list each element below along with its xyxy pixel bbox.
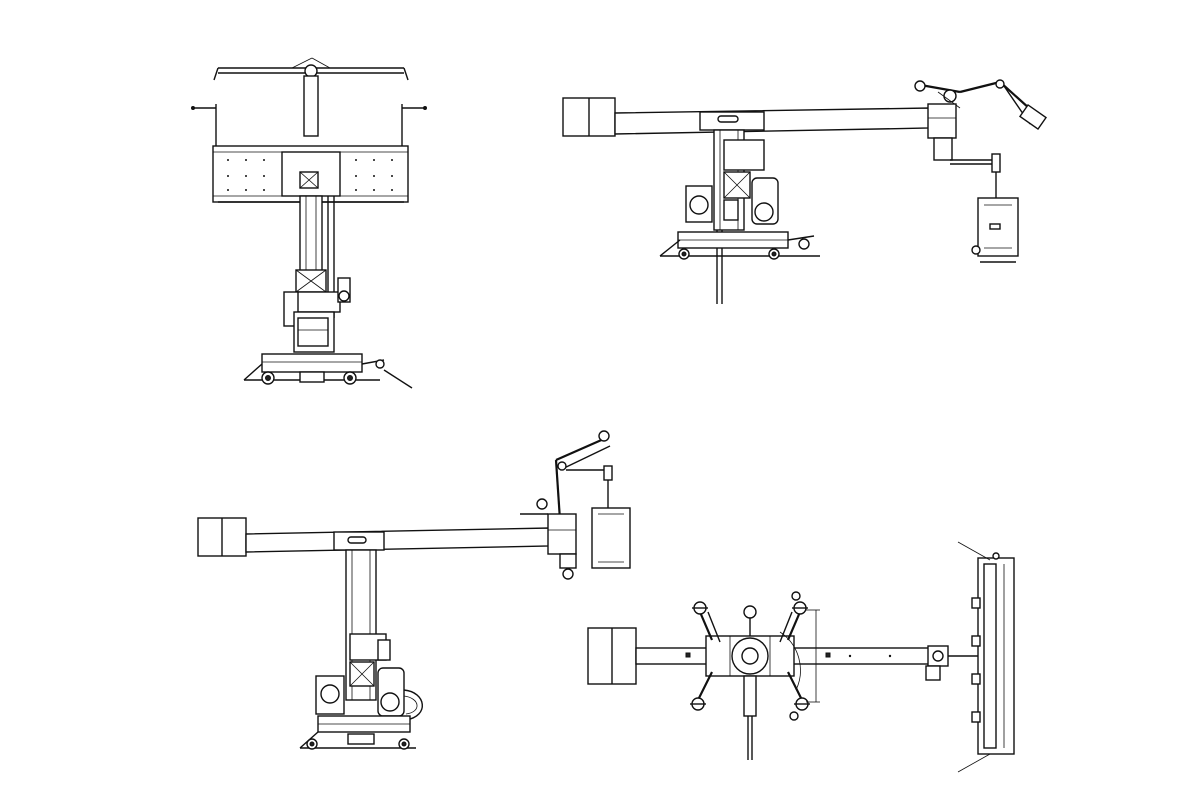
upper-mast (303, 75, 319, 137)
turntable-plan (705, 605, 795, 760)
counterweight-top (562, 97, 616, 137)
front-base-body (283, 291, 335, 353)
glass-panel (212, 145, 409, 203)
mast-top (713, 129, 765, 231)
side-hooks (191, 104, 427, 146)
front-chassis (243, 353, 413, 389)
boom-head-plan (925, 645, 984, 681)
boom-head-bottom (520, 498, 577, 580)
chassis-top (659, 231, 820, 260)
mast-bottom (345, 549, 391, 701)
top-view (587, 541, 1015, 773)
suction-panel-bottom (591, 507, 631, 569)
chassis-bottom (299, 715, 416, 750)
counterweight-bottom (197, 517, 247, 557)
top-spreader (213, 57, 409, 81)
side-view-bottom (197, 430, 631, 750)
panel-rivets (227, 159, 393, 191)
suction-panel-plan (957, 541, 1015, 773)
boom-head-top (927, 103, 1001, 198)
motor-reel-top (685, 177, 779, 225)
outriggers-plan (690, 591, 810, 721)
arm-linkage-bottom (554, 430, 613, 521)
counterweight-plan (587, 627, 637, 685)
suction-panel-top (971, 197, 1019, 263)
boom-bottom (245, 527, 551, 553)
side-view-top (562, 79, 1048, 304)
arm-linkage-top (914, 79, 1048, 131)
boom-top (614, 107, 931, 135)
swing-arc-plan (779, 609, 820, 703)
gear-block (295, 269, 351, 313)
motor-reel-bottom (315, 667, 423, 721)
front-view (191, 57, 427, 389)
